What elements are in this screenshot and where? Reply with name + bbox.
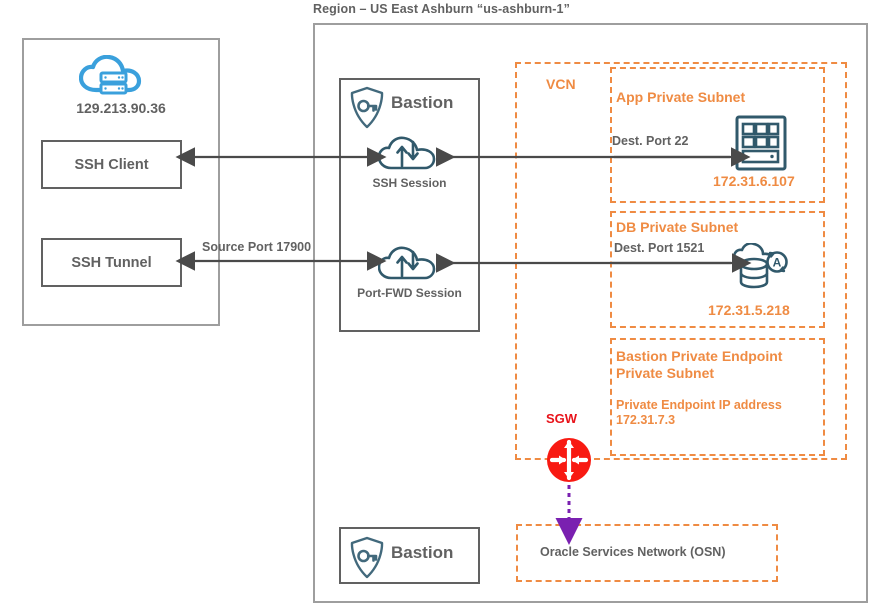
vcn-boundary [515, 62, 847, 460]
bastion-footer-panel [339, 527, 480, 584]
db-instance-ip: 172.31.5.218 [708, 302, 790, 318]
on-premises-panel [22, 38, 220, 326]
oracle-services-network-box [516, 524, 778, 582]
public-ip-label: 129.213.90.36 [76, 100, 166, 116]
shield-key-icon [349, 86, 385, 135]
app-private-subnet [610, 67, 825, 203]
source-port-label: Source Port 17900 [202, 240, 312, 254]
app-private-subnet-title: App Private Subnet [616, 89, 746, 105]
service-gateway-label: SGW [546, 411, 578, 426]
cloud-session-icon [377, 245, 441, 288]
db-private-subnet [610, 211, 825, 328]
svg-text:A: A [773, 256, 782, 270]
vcn-label: VCN [546, 76, 576, 92]
dest-port-app-label: Dest. Port 22 [612, 134, 689, 148]
bastion-private-endpoint-subnet [610, 338, 825, 456]
db-private-subnet-title: DB Private Subnet [616, 219, 739, 235]
region-label: Region – US East Ashburn “us-ashburn-1” [313, 2, 570, 16]
ssh-client-box[interactable]: SSH Client [41, 140, 182, 189]
ssh-tunnel-label: SSH Tunnel [71, 254, 152, 271]
shield-key-icon [349, 536, 385, 585]
ssh-session-label: SSH Session [372, 176, 447, 190]
ssh-client-label: SSH Client [74, 156, 149, 173]
cloud-server-icon [78, 54, 149, 104]
port-forward-session-label: Port-FWD Session [357, 286, 462, 300]
bastion-private-endpoint-ip: Private Endpoint IP address 172.31.7.3 [616, 398, 782, 427]
ssh-tunnel-box[interactable]: SSH Tunnel [41, 238, 182, 287]
compute-instance-icon [735, 115, 787, 176]
bastion-private-endpoint-title: Bastion Private Endpoint Private Subnet [616, 348, 783, 381]
autonomous-database-icon: A [732, 242, 791, 298]
bastion-title: Bastion [391, 93, 454, 112]
oracle-services-network-label: Oracle Services Network (OSN) [540, 545, 726, 559]
region-boundary [313, 23, 868, 603]
bastion-footer-title: Bastion [391, 543, 454, 562]
cloud-session-icon [377, 135, 441, 178]
service-gateway-icon [546, 437, 592, 488]
app-instance-ip: 172.31.6.107 [713, 173, 795, 189]
dest-port-db-label: Dest. Port 1521 [614, 241, 705, 255]
